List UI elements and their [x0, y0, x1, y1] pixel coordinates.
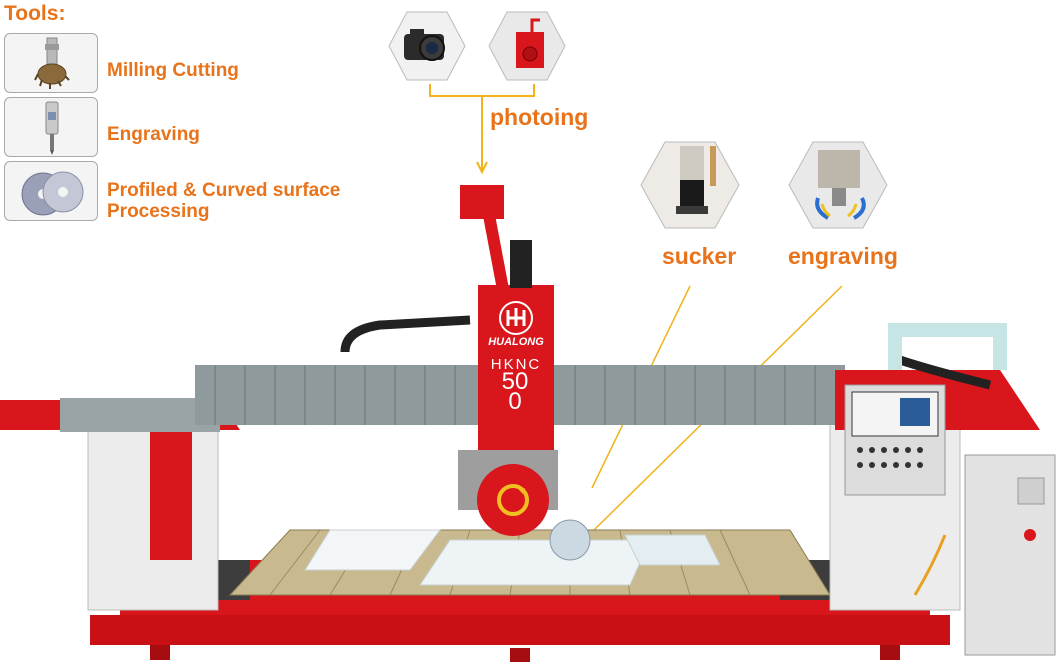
camera-housing	[460, 185, 504, 219]
photo-sensor-hexagon	[488, 10, 566, 82]
model-name: HKNC	[490, 356, 542, 373]
callout-photoing: photoing	[490, 104, 589, 130]
sucker-hexagon	[640, 140, 740, 230]
tool-label-profiled: Profiled & Curved surface Processing	[107, 180, 340, 222]
tools-title: Tools:	[4, 2, 66, 25]
sucker-icon	[640, 141, 740, 229]
milling-cutter-thumbnail	[4, 33, 98, 93]
brand-name: HUALONG	[488, 336, 544, 348]
tool-label-engraving: Engraving	[107, 124, 200, 145]
milling-cutter-icon	[34, 37, 70, 89]
saw-blade-icon	[21, 171, 84, 216]
brand-logo	[496, 298, 536, 336]
tool-label-profiled-line1: Profiled & Curved surface	[107, 180, 341, 201]
engraving-bit-thumbnail	[4, 97, 98, 157]
callout-engraving: engraving	[788, 243, 898, 269]
engraving-bit-icon	[45, 101, 59, 155]
photoing-leader-line	[429, 84, 535, 175]
tool-label-profiled-line2: Processing	[107, 201, 210, 222]
model-number: 500	[501, 368, 529, 415]
callout-sucker: sucker	[662, 243, 737, 269]
blade-guard	[477, 464, 549, 536]
engraving-hexagon	[788, 140, 888, 230]
camera-icon	[388, 11, 466, 81]
engraving-head-icon	[788, 141, 888, 229]
tool-label-milling: Milling Cutting	[107, 60, 239, 81]
camera-hexagon	[388, 10, 466, 82]
photo-sensor-icon	[488, 11, 566, 81]
bridge-beam-left	[195, 365, 485, 425]
saw-blade-thumbnail	[4, 161, 98, 221]
hualong-logo-icon	[499, 301, 533, 335]
